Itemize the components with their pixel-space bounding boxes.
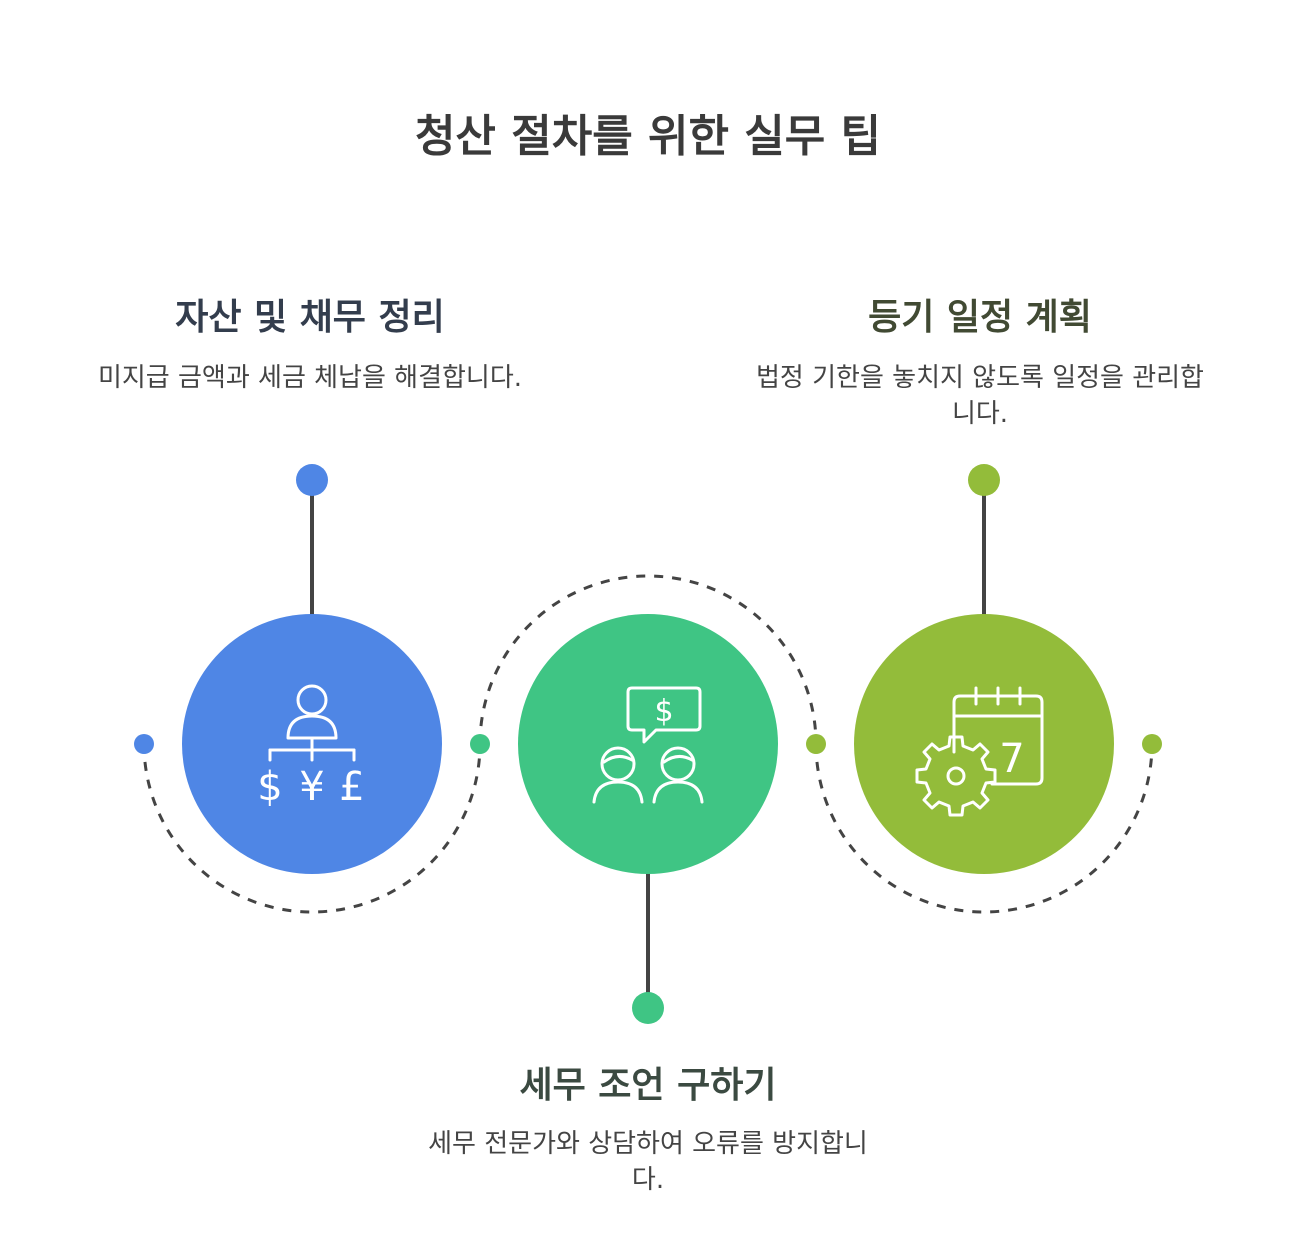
step-3-circle (854, 614, 1114, 874)
step-3-marker-dot (968, 464, 1000, 496)
arc-dot-mid-left (470, 734, 490, 754)
dashed-arc-2 (478, 574, 818, 745)
step-2-marker-dot (632, 992, 664, 1024)
arc-dot-left (134, 734, 154, 754)
step-3-description: 법정 기한을 놓치지 않도록 일정을 관리합니다. (756, 363, 1204, 429)
dashed-arc-3 (814, 743, 1154, 914)
dashed-arc-1 (142, 743, 482, 914)
step-2-description: 세무 전문가와 상담하여 오류를 방지합니다. (428, 1129, 868, 1195)
yen-symbol: ¥ (299, 764, 324, 810)
dollar-symbol-bubble: $ (654, 694, 673, 729)
arc-dot-right (1142, 734, 1162, 754)
step-3-title: 등기 일정 계획 (868, 297, 1092, 338)
calendar-gear-icon (915, 686, 1044, 817)
arc-dot-mid-right (806, 734, 826, 754)
currency-exchange-person-icon (268, 684, 356, 762)
step-1-marker-dot (296, 464, 328, 496)
dollar-symbol: $ (257, 764, 282, 810)
step-1-description: 미지급 금액과 세금 체납을 해결합니다. (97, 363, 523, 393)
consultation-dollar-icon (592, 686, 704, 804)
calendar-day-number: 7 (999, 736, 1024, 782)
page-title: 청산 절차를 위한 실무 팁 (414, 111, 882, 162)
step-1-title: 자산 및 채무 정리 (175, 297, 445, 338)
step-2-title: 세무 조언 구하기 (519, 1065, 777, 1106)
step-2-circle (518, 614, 778, 874)
pound-symbol: £ (339, 764, 364, 810)
